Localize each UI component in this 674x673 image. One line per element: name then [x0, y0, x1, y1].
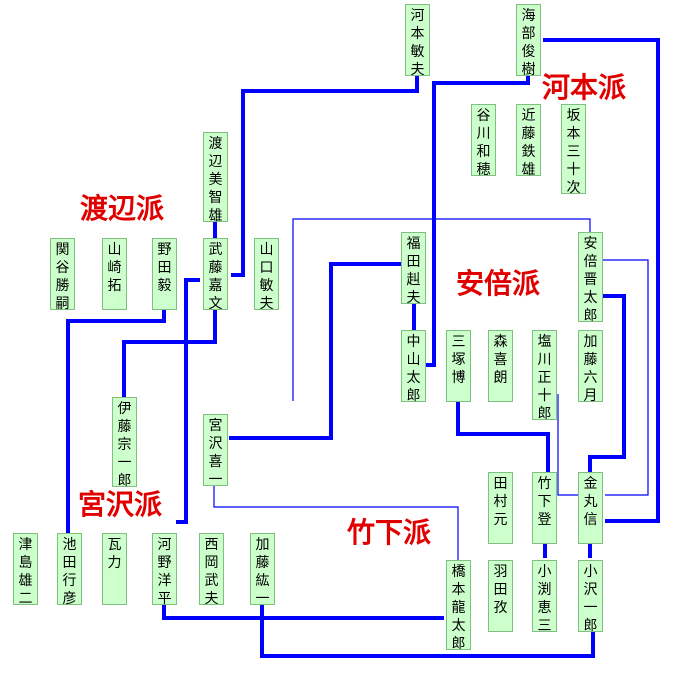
- person-box-abe-shintaro: 安倍晋太郎: [578, 232, 603, 324]
- thick-line-kono-hashimoto: [162, 603, 444, 620]
- faction-label-watanabe: 渡辺派: [80, 192, 165, 225]
- person-box-yamaguchi-toshio: 山口敏夫: [254, 238, 279, 312]
- person-box-kawara-tsutomu: 瓦力: [102, 533, 127, 605]
- person-box-muto-kabun: 武藤嘉文: [203, 238, 228, 312]
- person-box-tanikawa-kazuho: 谷川和穂: [471, 104, 496, 178]
- thick-line-noda-ikeda: [66, 308, 166, 533]
- thick-line-kato-ozawa: [260, 600, 595, 658]
- person-box-yamazaki-taku: 山崎拓: [102, 238, 127, 310]
- person-box-hata-tsutomu: 羽田孜: [488, 560, 513, 632]
- person-box-takeshita-noboru: 竹下登: [532, 472, 557, 544]
- person-box-kawamoto-toshio: 河本敏夫: [405, 4, 430, 78]
- person-box-sekiya-katsutsugu: 関谷勝嗣: [50, 238, 75, 312]
- person-box-ito-soichiro: 伊藤宗一郎: [112, 397, 137, 489]
- person-box-nakayama-taro: 中山太郎: [401, 330, 426, 404]
- person-box-nishioka-takeo: 西岡武夫: [199, 533, 224, 607]
- thick-line-kawamoto-muto: [231, 76, 419, 277]
- person-box-noda-takeshi: 野田毅: [152, 238, 177, 310]
- person-box-kato-mutsuki: 加藤六月: [578, 330, 603, 404]
- thick-line-mitsuzuka-takeshita: [456, 397, 550, 473]
- person-box-tamura-hajime: 田村元: [488, 472, 513, 544]
- person-box-obuchi-keizo: 小渕恵三: [532, 560, 557, 634]
- person-box-ozawa-ichiro: 小沢一郎: [578, 560, 603, 634]
- person-box-tsushima-yuji: 津島雄二: [13, 533, 38, 607]
- thick-line-muto-kono: [176, 278, 200, 524]
- person-box-kono-yohei: 河野洋平: [152, 533, 177, 607]
- thick-line-muto-ito: [122, 310, 217, 397]
- person-box-hashimoto-ryutaro: 橋本龍太郎: [446, 560, 471, 652]
- person-box-kato-koichi: 加藤紘一: [250, 533, 275, 607]
- person-box-watanabe-michio: 渡辺美智雄: [203, 132, 228, 224]
- thick-line-fukuda-miyazawa: [229, 262, 401, 440]
- faction-label-takeshita: 竹下派: [347, 516, 432, 549]
- thick-line-abe-kanemaru-2: [588, 294, 626, 473]
- person-box-fukuda-takeo: 福田赳夫: [401, 232, 426, 306]
- thick-line-kaifu-nakayama: [425, 76, 530, 367]
- thin-line-miyazawa-hashimoto: [213, 475, 459, 560]
- thick-line-kaifu-kanemaru: [543, 38, 660, 523]
- person-box-miyazawa-kiichi: 宮沢喜一: [203, 414, 228, 488]
- person-box-sakamoto-misoji: 坂本三十次: [561, 104, 586, 196]
- person-box-mitsuzuka-hiroshi: 三塚博: [446, 330, 471, 402]
- faction-label-miyazawa: 宮沢派: [78, 488, 163, 521]
- person-box-kondo-tetsuo: 近藤鉄雄: [516, 104, 541, 178]
- thin-line-mitsuzuka-kanemaru: [557, 394, 580, 496]
- person-box-ikeda-yukihiko: 池田行彦: [57, 533, 82, 607]
- person-box-kanemaru-shin: 金丸信: [578, 472, 603, 544]
- person-box-shiokawa-masajuro: 塩川正十郎: [532, 330, 557, 422]
- person-box-mori-yoshiro: 森喜朗: [488, 330, 513, 402]
- thin-line-miyazawa-abe: [292, 218, 591, 401]
- thin-line-abe-kanemaru: [600, 259, 649, 496]
- faction-label-kawamoto: 河本派: [542, 71, 627, 104]
- faction-label-abe: 安倍派: [456, 267, 541, 300]
- person-box-kaifu-toshiki: 海部俊樹: [516, 4, 541, 78]
